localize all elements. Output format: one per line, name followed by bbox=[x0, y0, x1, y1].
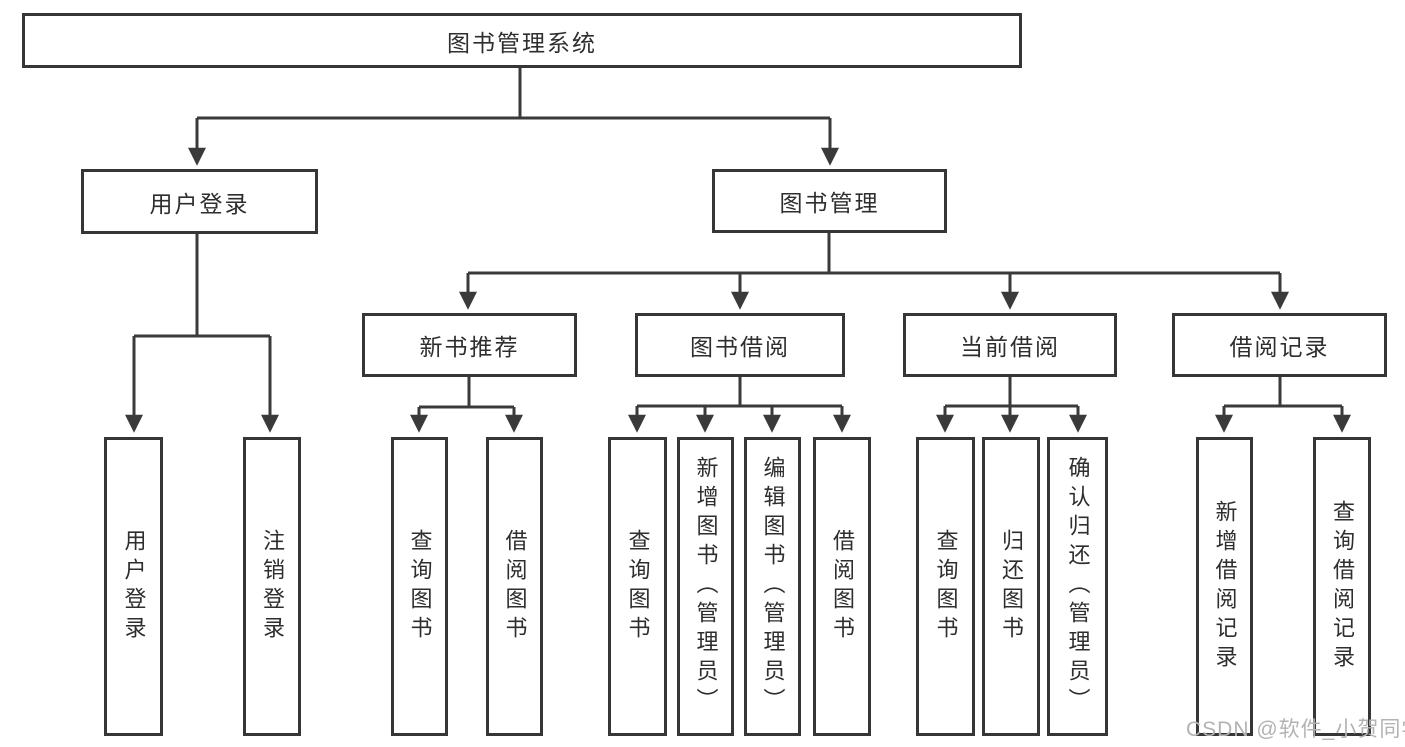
leaf-label: 借阅图书 bbox=[830, 528, 855, 645]
leaf-label: 新增借阅记录 bbox=[1212, 499, 1238, 674]
leaf-label: 查询图书 bbox=[625, 528, 651, 645]
leaf-query-borrow-record: 查询借阅记录 bbox=[1313, 437, 1371, 736]
csdn-watermark: CSDN @软件_小贺同学 bbox=[1186, 718, 1405, 741]
leaf-label: 新增图书（管理员） bbox=[693, 456, 719, 717]
node-root-library-system: 图书管理系统 bbox=[22, 13, 1022, 68]
node-label: 新书推荐 bbox=[419, 334, 520, 360]
leaf-label: 查询图书 bbox=[407, 528, 433, 645]
leaf-label: 查询图书 bbox=[933, 528, 959, 645]
leaf-user-login: 用户登录 bbox=[104, 437, 163, 736]
node-label: 当前借阅 bbox=[960, 334, 1060, 360]
node-label: 借阅记录 bbox=[1229, 334, 1330, 360]
leaf-add-borrow-record: 新增借阅记录 bbox=[1196, 437, 1253, 736]
leaf-edit-books-admin: 编辑图书（管理员） bbox=[744, 437, 801, 736]
leaf-return-books: 归还图书 bbox=[982, 437, 1040, 736]
node-new-book-recommend: 新书推荐 bbox=[362, 313, 577, 377]
leaf-confirm-return-admin: 确认归还（管理员） bbox=[1047, 437, 1108, 736]
node-user-login: 用户登录 bbox=[81, 169, 318, 234]
leaf-label: 借阅图书 bbox=[502, 528, 528, 645]
leaf-query-books-recommend: 查询图书 bbox=[391, 437, 448, 736]
leaf-query-books-current: 查询图书 bbox=[916, 437, 975, 736]
node-book-management: 图书管理 bbox=[712, 169, 947, 233]
leaf-label: 编辑图书（管理员） bbox=[760, 456, 786, 717]
leaf-label: 用户登录 bbox=[121, 528, 147, 645]
node-label: 图书管理系统 bbox=[447, 29, 597, 56]
node-book-borrow: 图书借阅 bbox=[635, 313, 845, 377]
leaf-logout: 注销登录 bbox=[243, 437, 301, 736]
leaf-add-books-admin: 新增图书（管理员） bbox=[677, 437, 734, 736]
node-label: 图书借阅 bbox=[690, 334, 790, 360]
node-label: 图书管理 bbox=[779, 190, 880, 216]
node-label: 用户登录 bbox=[149, 190, 250, 217]
leaf-query-books-borrow: 查询图书 bbox=[608, 437, 667, 736]
leaf-borrow-books: 借阅图书 bbox=[813, 437, 871, 736]
leaf-borrow-books-recommend: 借阅图书 bbox=[486, 437, 543, 736]
node-borrow-records: 借阅记录 bbox=[1172, 313, 1387, 377]
leaf-label: 查询借阅记录 bbox=[1330, 499, 1355, 674]
leaf-label: 归还图书 bbox=[999, 528, 1024, 645]
leaf-label: 确认归还（管理员） bbox=[1065, 456, 1091, 717]
node-current-borrow: 当前借阅 bbox=[903, 313, 1117, 377]
leaf-label: 注销登录 bbox=[260, 528, 285, 645]
